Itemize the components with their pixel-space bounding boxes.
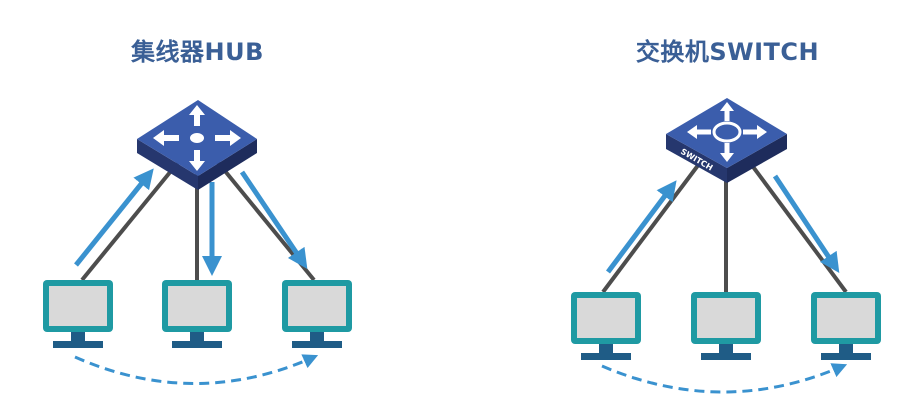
down-arrow-icon (239, 170, 308, 269)
computer-icon (282, 280, 352, 348)
up-arrow-icon (605, 180, 677, 274)
computer-icon (811, 292, 881, 360)
computer-icon (162, 280, 232, 348)
dashed-arc-arrow-icon (601, 363, 848, 394)
hub-title: 集线器HUB (131, 38, 264, 66)
cable-right (746, 158, 848, 294)
computer-icon (43, 280, 113, 348)
cable-left (601, 158, 704, 294)
hub-icon (137, 100, 257, 190)
cable-left (80, 158, 182, 282)
down-arrow-icon (772, 174, 840, 274)
switch-icon: SWITCH (666, 98, 787, 183)
switch-title: 交换机SWITCH (635, 38, 820, 66)
switch-section: SWITCH (571, 98, 881, 394)
up-arrow-icon (74, 168, 154, 267)
cable-right (214, 158, 316, 282)
computer-icon (691, 292, 761, 360)
computer-icon (571, 292, 641, 360)
dashed-arc-arrow-icon (74, 354, 319, 385)
hub-section (43, 100, 352, 385)
